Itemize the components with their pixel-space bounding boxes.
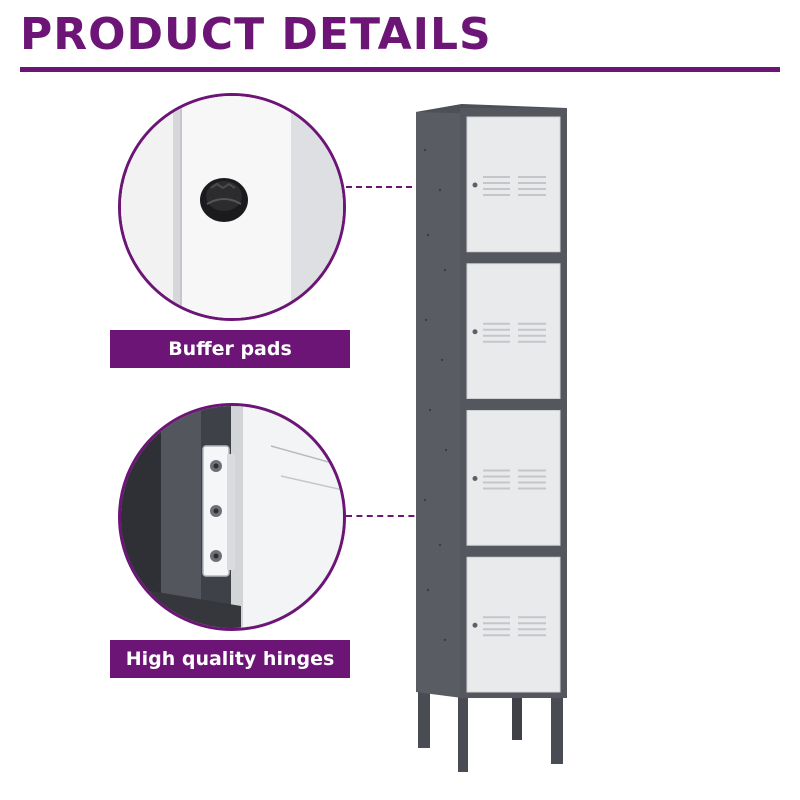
buffer-pads-label: Buffer pads: [110, 330, 350, 368]
locker-leg: [418, 690, 430, 748]
title-underline: [20, 67, 780, 72]
hinges-label: High quality hinges: [110, 640, 350, 678]
locker-leg: [512, 690, 522, 740]
buffer-pad-icon: [121, 96, 343, 318]
buffer-pad-connector-line: [346, 186, 472, 188]
locker-leg: [551, 690, 563, 764]
buffer-pad-detail-circle: [118, 93, 346, 321]
locker-door: [466, 263, 561, 399]
door-lock-icon: [472, 476, 478, 481]
locker-side-panel: [416, 104, 462, 698]
door-lock-icon: [472, 622, 478, 628]
door-lock-icon: [472, 182, 478, 188]
locker-door: [466, 556, 561, 693]
locker-leg: [458, 690, 468, 772]
locker-door: [466, 410, 561, 546]
locker-door: [466, 116, 561, 253]
door-lock-icon: [472, 329, 478, 335]
hinge-connector-line: [346, 515, 456, 517]
page-title: PRODUCT DETAILS: [20, 9, 492, 60]
side-panel-holes: [423, 148, 448, 642]
